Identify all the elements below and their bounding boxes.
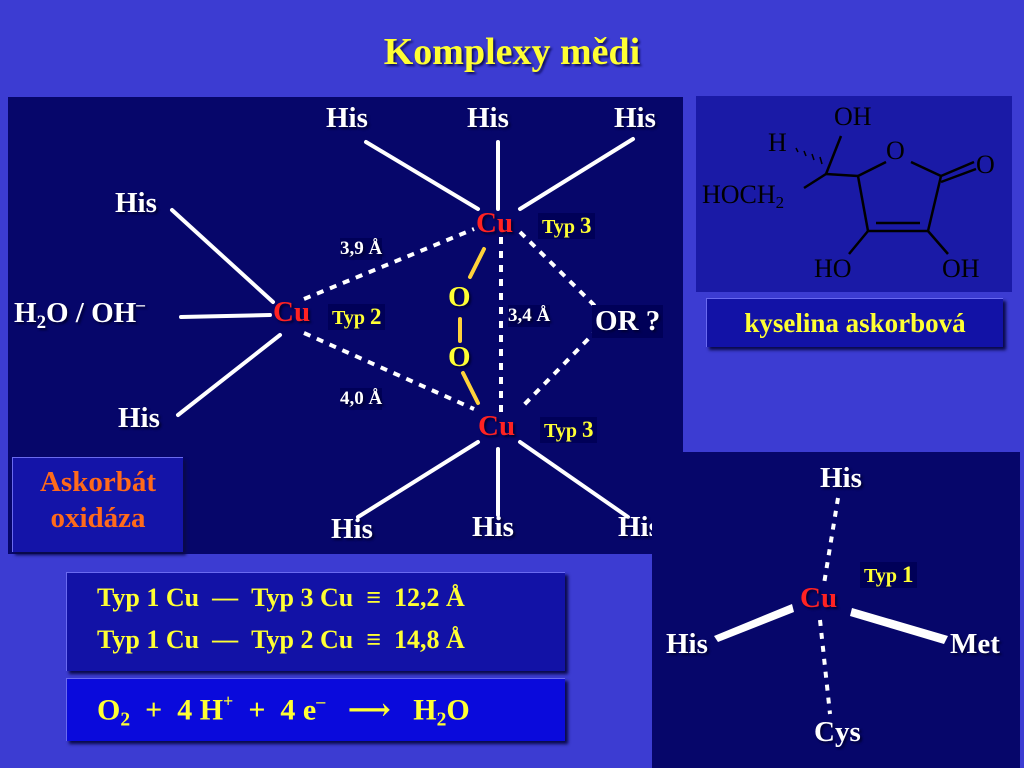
distance-label: 4,0 Å xyxy=(340,388,383,410)
ascorbic-acid-caption: kyselina askorbová xyxy=(706,298,1003,347)
oh-bottom-label: OH xyxy=(942,254,980,283)
distance-row-type1-type2: Typ 1 Cu — Typ 2 Cu ≡ 14,8 Å xyxy=(97,625,465,654)
type2-badge: Typ 2 xyxy=(328,304,386,330)
cu-type1: Cu xyxy=(800,582,838,614)
or-question-label: OR ? xyxy=(592,305,664,338)
cu-distance-box: Typ 1 Cu — Typ 3 Cu ≡ 12,2 Å Typ 1 Cu — … xyxy=(66,572,565,671)
molecule-bonds xyxy=(795,135,977,255)
type1-copper-panel: His Cu Typ 1 His Met Cys xyxy=(652,452,1020,768)
copper-complex-panel: His His His His H2O / OH– His His His Hi… xyxy=(8,97,683,554)
his-label: His xyxy=(614,102,656,134)
his-label: His xyxy=(118,402,160,434)
his-label: His xyxy=(331,513,373,545)
bond-lines xyxy=(170,137,635,519)
reaction-equation: O2 + 4 H+ + 4 e– ⟶ H2O xyxy=(66,678,565,741)
h2o-oh-label: H2O / OH– xyxy=(14,294,145,333)
type1-bonds xyxy=(714,497,948,715)
oh-top-label: OH xyxy=(834,102,872,131)
type3-badge-top: Typ 3 xyxy=(538,213,596,239)
his-label: His xyxy=(472,511,514,543)
keto-oxygen-label: O xyxy=(976,150,995,179)
ho-bottom-label: HO xyxy=(814,254,852,283)
ring-oxygen-label: O xyxy=(886,136,905,165)
his-label: His xyxy=(115,187,157,219)
slide-title: Komplexy mědi xyxy=(383,31,641,73)
reaction-arrow: ⟶ xyxy=(347,693,391,727)
cu-type3-top: Cu xyxy=(476,207,514,239)
type3-badge-bottom: Typ 3 xyxy=(540,417,598,443)
ascorbic-acid-structure: OH H O O HOCH2 HO OH xyxy=(696,96,1012,292)
his-label: His xyxy=(326,102,368,134)
distance-row-type1-type3: Typ 1 Cu — Typ 3 Cu ≡ 12,2 Å xyxy=(97,583,465,612)
hoch2-label: HOCH2 xyxy=(702,180,785,213)
distance-label: 3,9 Å xyxy=(340,238,383,260)
h-label: H xyxy=(768,128,787,157)
reaction-row: O2 + 4 H+ + 4 e– ⟶ H2O xyxy=(97,691,470,731)
cys-label: Cys xyxy=(814,716,861,748)
his-label: His xyxy=(666,628,708,660)
enzyme-name-box: Askorbát oxidáza xyxy=(12,457,183,552)
cu-type3-bottom: Cu xyxy=(478,410,516,442)
his-label: His xyxy=(467,102,509,134)
distance-label: 3,4 Å xyxy=(508,305,551,327)
met-label: Met xyxy=(950,628,1000,660)
type1-badge: Typ 1 xyxy=(860,562,918,588)
oxygen-upper: O xyxy=(448,281,471,313)
cu-type2: Cu xyxy=(273,296,311,328)
oxygen-lower: O xyxy=(448,341,471,373)
his-label: His xyxy=(820,462,862,494)
